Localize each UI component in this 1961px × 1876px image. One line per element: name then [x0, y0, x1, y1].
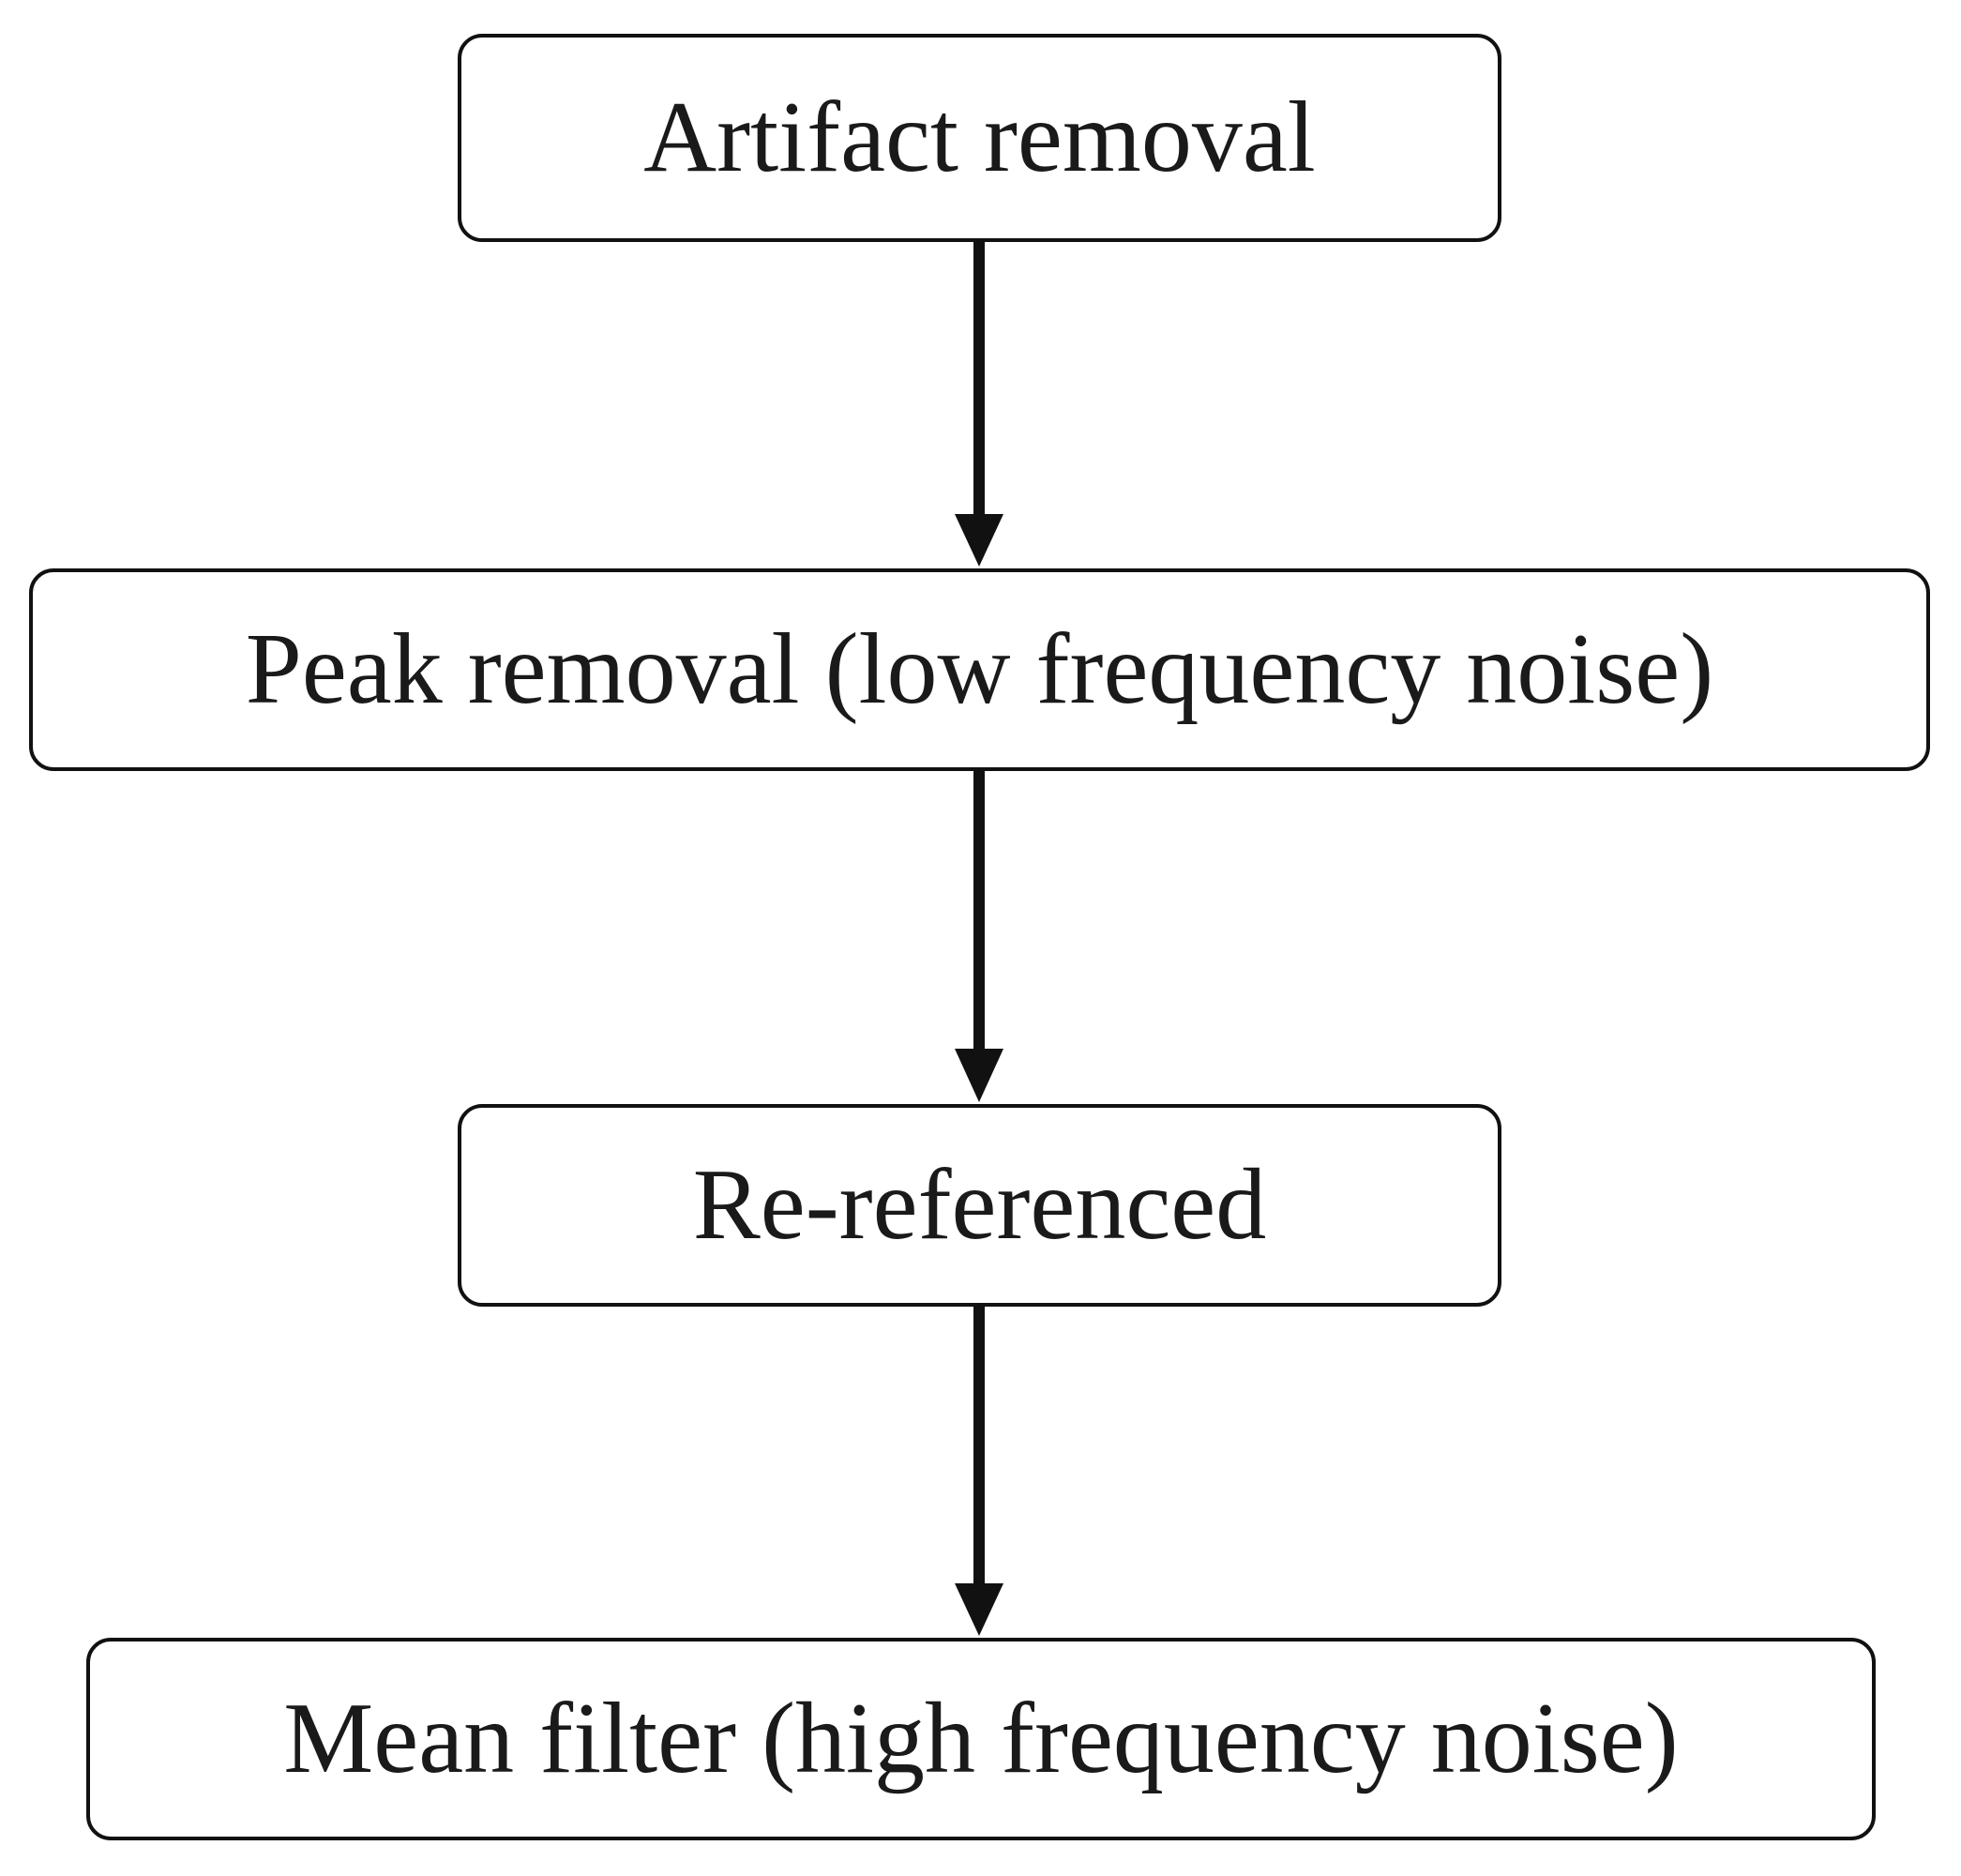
step-label: Artifact removal	[643, 82, 1316, 193]
step-peak-removal: Peak removal (low frequency noise)	[29, 568, 1930, 771]
step-re-referenced: Re-referenced	[458, 1104, 1501, 1307]
step-label: Mean filter (high frequency noise)	[283, 1683, 1679, 1794]
arrow-rereferenced-to-meanfilter	[955, 1307, 1003, 1636]
step-label: Re-referenced	[692, 1149, 1267, 1261]
arrow-artifact-to-peak	[955, 242, 1003, 567]
step-label: Peak removal (low frequency noise)	[245, 613, 1714, 725]
arrow-peak-to-rereferenced	[955, 771, 1003, 1102]
step-artifact-removal: Artifact removal	[458, 34, 1501, 242]
step-mean-filter: Mean filter (high frequency noise)	[86, 1638, 1876, 1840]
